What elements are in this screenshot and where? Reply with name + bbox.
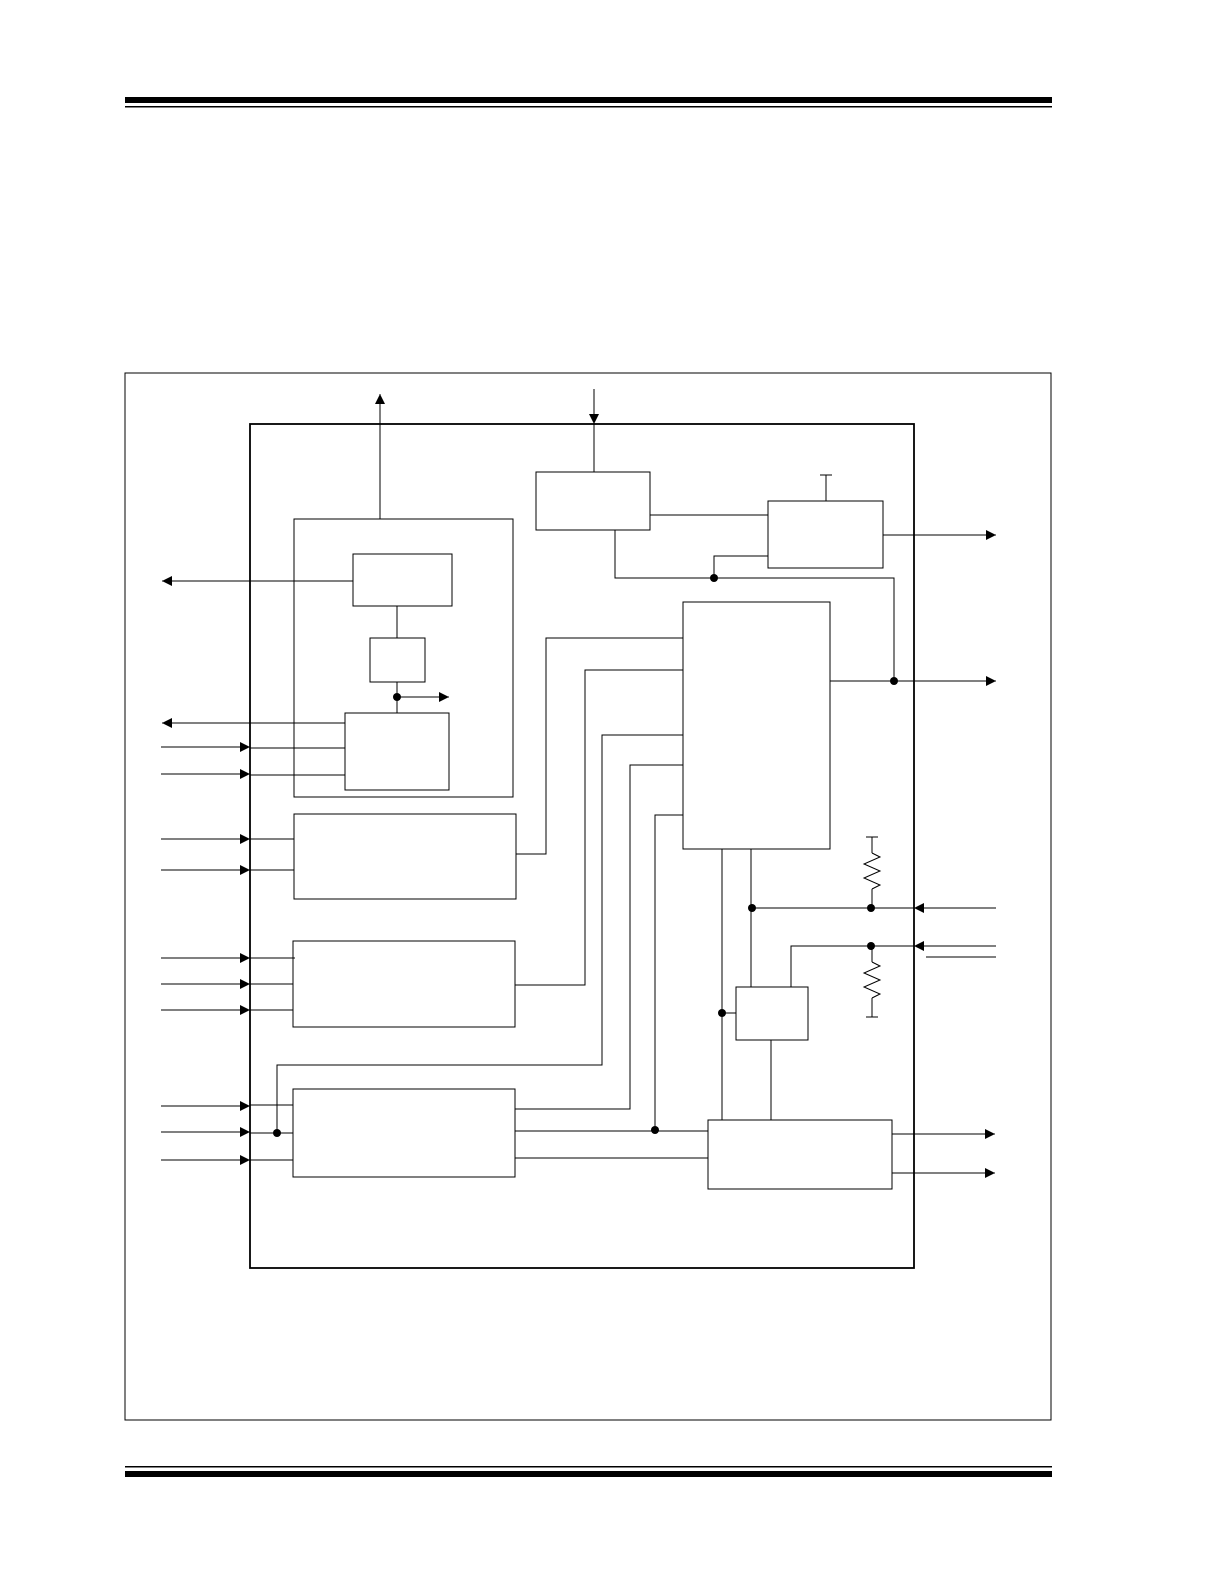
junction-dot <box>393 693 401 701</box>
junction-dot <box>867 904 875 912</box>
bottom-right-block <box>707 1119 893 1190</box>
core-block <box>682 601 831 850</box>
oscillator-module-block <box>293 518 514 798</box>
junctions <box>273 574 898 1137</box>
left-block-2 <box>292 940 516 1028</box>
junction-dot <box>867 942 875 950</box>
junction-dot <box>718 1009 726 1017</box>
inner-block-1 <box>352 553 453 607</box>
small-block <box>735 986 809 1041</box>
device-outline <box>249 423 915 1269</box>
junction-dot <box>273 1129 281 1137</box>
junction-dot <box>890 677 898 685</box>
footer-rule <box>125 1466 1052 1477</box>
top-right-block <box>767 500 884 569</box>
left-block-3 <box>292 1088 516 1178</box>
inner-block-2 <box>369 637 426 683</box>
wires <box>161 389 996 1178</box>
header-rule <box>125 97 1052 108</box>
junction-dot <box>710 574 718 582</box>
left-block-1 <box>293 813 517 900</box>
figure-frame <box>124 372 1052 1421</box>
inner-block-3 <box>344 712 450 791</box>
junction-dot <box>748 904 756 912</box>
junction-dot <box>651 1126 659 1134</box>
top-block <box>535 471 651 531</box>
